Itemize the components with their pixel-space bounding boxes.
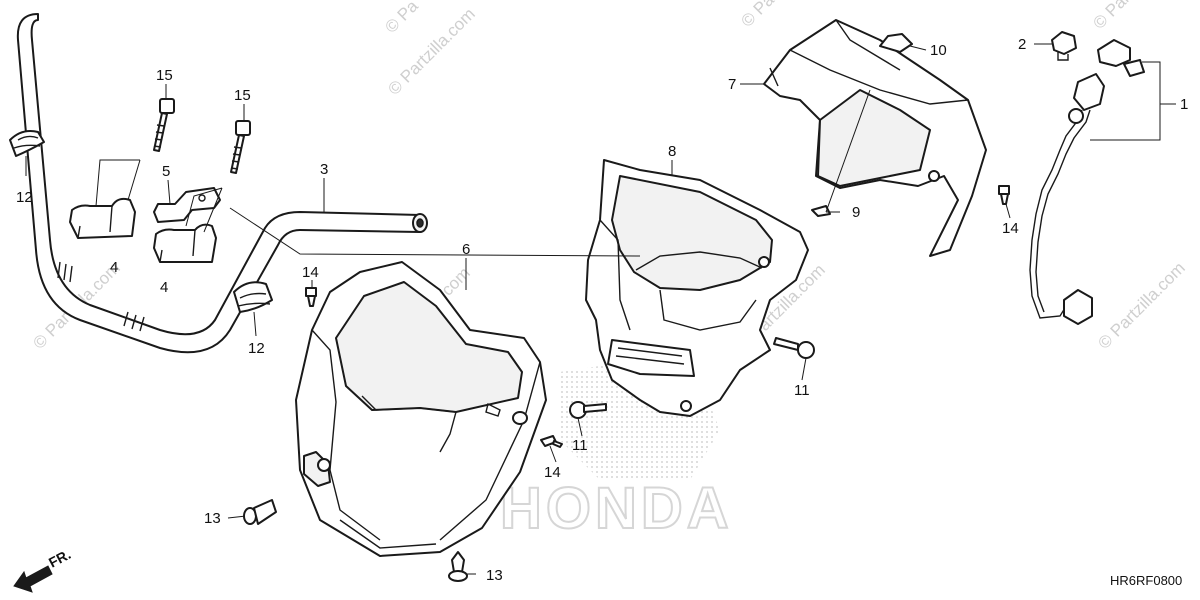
bolt-left [153,98,175,152]
cable-band-lower [233,281,273,313]
callout-13: 13 [204,510,221,527]
callout-14: 14 [1002,220,1019,237]
clip-nut-9 [811,205,831,217]
watermark-text: © Pa [381,0,422,37]
front-inner-cover [585,159,809,417]
callout-7: 7 [728,76,736,93]
callout-15: 15 [156,67,173,84]
callouts: 1 2 3 4 4 5 6 7 8 9 10 11 11 12 12 13 13… [16,36,1188,584]
callout-2: 2 [1018,36,1026,53]
watermark-text: © Partzilla.com [1089,0,1183,33]
cap-2 [1051,31,1077,61]
flange-bolt-right [773,337,815,359]
callout-12: 12 [16,189,33,206]
screw-middle [540,435,563,448]
leader-lines [25,43,1176,575]
callout-5: 5 [162,163,170,180]
callout-14: 14 [544,464,561,481]
callout-12: 12 [248,340,265,357]
screw-right [998,185,1010,205]
callout-6: 6 [462,241,470,258]
callout-8: 8 [668,143,676,160]
callout-15: 15 [234,87,251,104]
screw-left [305,287,317,307]
callout-13: 13 [486,567,503,584]
callout-11: 11 [794,382,810,399]
front-label: FR. [46,546,73,571]
callout-1: 1 [1180,96,1188,113]
front-cover [295,261,547,557]
front-direction-indicator: FR. [13,546,73,593]
honda-logo-text: HONDA [500,476,733,541]
callout-3: 3 [320,161,328,178]
flange-bolt-middle [569,401,607,419]
watermark-text: © Partzilla.com [737,0,831,31]
ignition-switch [1029,39,1145,325]
watermark-text: © Partzilla.com [1094,258,1188,352]
callout-11: 11 [572,437,588,454]
callout-9: 9 [852,204,860,221]
push-rivet-left [243,499,277,525]
callout-14: 14 [302,264,319,281]
meter-visor [763,19,987,257]
callout-4: 4 [110,259,118,276]
front-arrow-icon [13,565,53,593]
handlebar-holder-lower-right [153,223,217,263]
handlebar-holder-lower-left [69,197,136,239]
push-rivet-bottom [448,551,468,582]
diagram-code: HR6RF0800 [1110,573,1182,588]
bolt-right [230,120,251,174]
cable-band-upper [9,130,45,157]
callout-10: 10 [930,42,947,59]
handlebar-holder-upper [153,187,221,223]
trim-clip-10 [879,33,913,53]
handlebar [16,13,428,354]
callout-4: 4 [160,279,168,296]
